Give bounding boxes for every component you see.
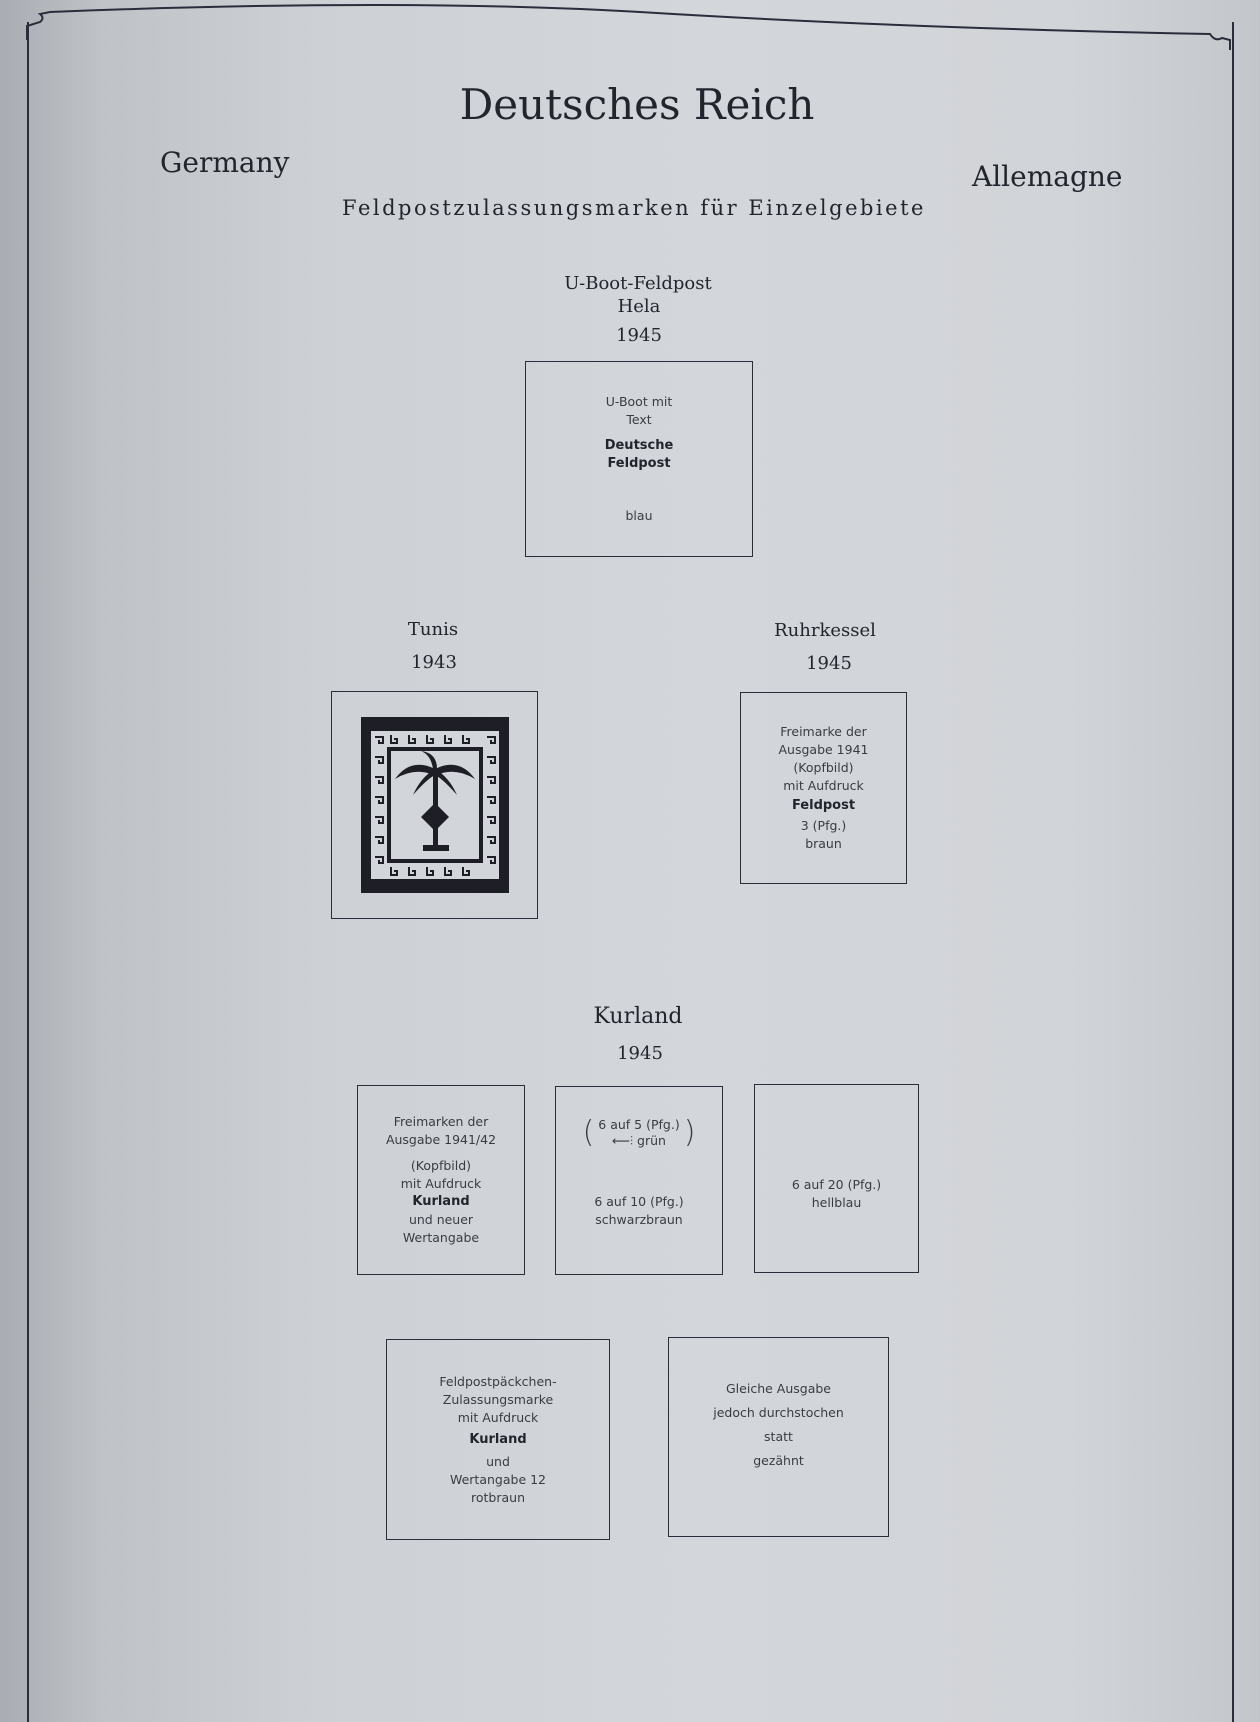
paren-right: ) bbox=[683, 1115, 696, 1150]
slot-overprint: Kurland bbox=[412, 1194, 470, 1209]
paren-left: ( bbox=[582, 1115, 595, 1150]
slot-text: und neuer bbox=[408, 1212, 474, 1227]
slot-text: und bbox=[486, 1453, 510, 1469]
page-subtitle: Feldpostzulassungsmarken für Einzelgebie… bbox=[342, 196, 926, 220]
slot-text: Wertangabe 12 bbox=[449, 1471, 547, 1487]
page-title: Deutsches Reich bbox=[459, 80, 815, 129]
slot-text: Freimarken der bbox=[393, 1114, 489, 1129]
uboot-year: 1945 bbox=[616, 325, 662, 346]
slot-text: (Kopfbild) bbox=[793, 760, 854, 775]
slot-text: Wertangabe bbox=[402, 1230, 480, 1245]
slot-text: statt bbox=[764, 1429, 793, 1444]
slot-overprint: Kurland bbox=[469, 1431, 527, 1447]
stamp-slot-kurland-2: ( 6 auf 5 (Pfg.) ⟵⫶ grün ) 6 auf 10 (Pfg… bbox=[555, 1086, 723, 1275]
slot-text: 6 auf 10 (Pfg.) bbox=[594, 1194, 684, 1209]
variant-value: 6 auf 5 (Pfg.) bbox=[598, 1117, 680, 1132]
stamp-slot-kurland-3: 6 auf 20 (Pfg.) hellblau bbox=[754, 1084, 919, 1273]
slot-text: mit Aufdruck bbox=[400, 1176, 482, 1191]
slot-text: Feldpostpäckchen- bbox=[439, 1373, 557, 1389]
stamp-slot-ruhrkessel: Freimarke der Ausgabe 1941 (Kopfbild) mi… bbox=[740, 692, 907, 884]
uboot-place: Hela bbox=[617, 296, 661, 317]
tunis-heading: Tunis bbox=[407, 619, 459, 640]
slot-text: Ausgabe 1941 bbox=[778, 742, 869, 757]
slot-overprint: Deutsche bbox=[604, 438, 674, 453]
kurland-year: 1945 bbox=[617, 1043, 663, 1064]
slot-color: rotbraun bbox=[471, 1489, 525, 1505]
slot-overprint: Feldpost bbox=[607, 456, 671, 471]
variant-color: grün bbox=[637, 1133, 666, 1148]
slot-color: hellblau bbox=[811, 1194, 862, 1210]
slot-text: U-Boot mit bbox=[605, 394, 673, 409]
slot-color: schwarzbraun bbox=[595, 1212, 683, 1227]
stamp-slot-tunis bbox=[331, 691, 538, 919]
tunis-year: 1943 bbox=[411, 652, 457, 673]
slot-text: (Kopfbild) bbox=[410, 1158, 472, 1173]
slot-text: jedoch durchstochen bbox=[713, 1405, 844, 1420]
slot-text: Zulassungsmarke bbox=[442, 1391, 554, 1407]
slot-text: Ausgabe 1941/42 bbox=[385, 1132, 497, 1147]
variant-note: ( 6 auf 5 (Pfg.) ⟵⫶ grün ) bbox=[583, 1117, 696, 1149]
slot-text: Freimarke der bbox=[780, 724, 867, 739]
stamp-slot-kurland-4: Feldpostpäckchen- Zulassungsmarke mit Au… bbox=[386, 1339, 610, 1540]
slot-text: gezähnt bbox=[753, 1453, 804, 1468]
page-border-top bbox=[26, 4, 1231, 50]
slot-text: 6 auf 20 (Pfg.) bbox=[791, 1176, 882, 1192]
kurland-heading: Kurland bbox=[593, 1004, 683, 1029]
slot-color: braun bbox=[805, 836, 842, 851]
uboot-heading: U-Boot-Feldpost bbox=[564, 273, 712, 294]
stamp-slot-kurland-5: Gleiche Ausgabe jedoch durchstochen stat… bbox=[668, 1337, 889, 1537]
stamp-slot-kurland-1: Freimarken der Ausgabe 1941/42 (Kopfbild… bbox=[357, 1085, 525, 1275]
slot-overprint: Feldpost bbox=[791, 798, 856, 813]
title-english: Germany bbox=[160, 146, 290, 179]
arrow-left-icon: ⟵⫶ bbox=[612, 1133, 634, 1148]
ruhrkessel-year: 1945 bbox=[806, 653, 852, 674]
slot-text: 3 (Pfg.) bbox=[800, 818, 847, 833]
title-french: Allemagne bbox=[972, 160, 1123, 193]
slot-text: Gleiche Ausgabe bbox=[726, 1381, 831, 1396]
slot-text: mit Aufdruck bbox=[457, 1409, 539, 1425]
stamp-slot-uboot: U-Boot mit Text Deutsche Feldpost blau bbox=[525, 361, 753, 557]
slot-text: mit Aufdruck bbox=[783, 778, 864, 793]
slot-color: blau bbox=[625, 508, 653, 523]
slot-text: Text bbox=[626, 412, 652, 427]
tunis-stamp-image bbox=[360, 717, 509, 893]
ruhrkessel-heading: Ruhrkessel bbox=[774, 620, 876, 641]
page-border bbox=[27, 22, 1234, 1722]
